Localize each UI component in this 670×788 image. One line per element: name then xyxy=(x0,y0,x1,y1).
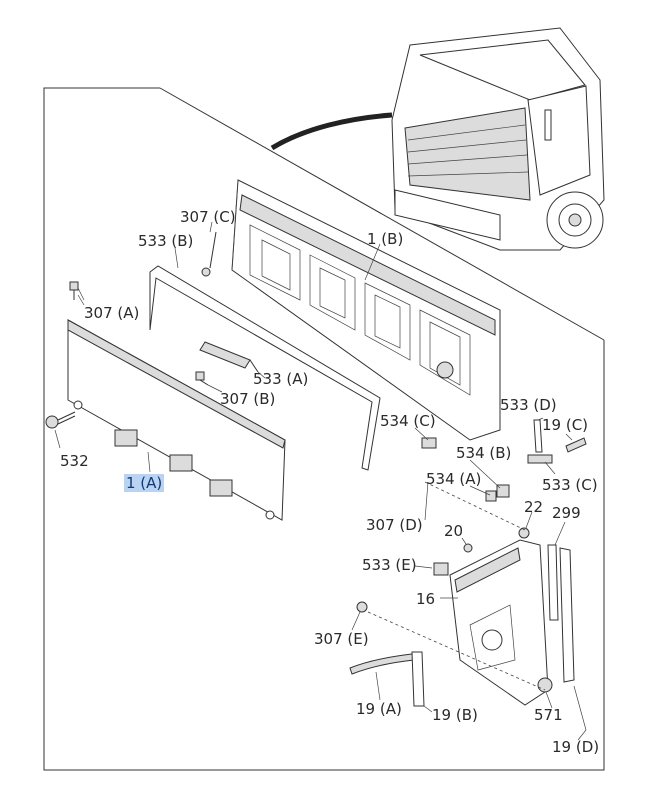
fastener-307b xyxy=(195,371,209,386)
side-panel-16 xyxy=(449,539,549,706)
label-1a-highlight xyxy=(124,474,164,492)
label-532: 532 xyxy=(60,452,89,470)
frame-diagonal xyxy=(159,87,605,341)
seal-strip-533b xyxy=(149,265,381,471)
strip-533a xyxy=(199,341,251,369)
label-534c: 534 (C) xyxy=(380,412,436,430)
label-571: 571 xyxy=(534,706,563,724)
strip-299 xyxy=(547,544,559,621)
label-16: 16 xyxy=(416,590,435,608)
label-307b: 307 (B) xyxy=(220,390,275,408)
label-299: 299 xyxy=(552,504,581,522)
label-533a: 533 (A) xyxy=(253,370,308,388)
strip-533d xyxy=(533,419,543,453)
label-19b: 19 (B) xyxy=(432,706,478,724)
label-1a: 1 (A) xyxy=(126,474,162,492)
label-19a: 19 (A) xyxy=(356,700,402,718)
fastener-20 xyxy=(463,543,473,553)
label-19c: 19 (C) xyxy=(542,416,588,434)
rail-19d xyxy=(559,547,575,683)
label-307e: 307 (E) xyxy=(314,630,369,648)
seal-19b xyxy=(411,651,425,707)
label-22: 22 xyxy=(524,498,543,516)
zoom-arrow xyxy=(270,112,393,151)
clip-533c xyxy=(527,454,553,464)
fastener-307e xyxy=(356,601,368,613)
label-19d: 19 (D) xyxy=(552,738,599,756)
fastener-22 xyxy=(518,527,530,539)
clip-533e xyxy=(433,562,449,576)
label-307a: 307 (A) xyxy=(84,304,139,322)
label-307c: 307 (C) xyxy=(180,208,236,226)
fastener-307a xyxy=(69,281,85,301)
fastener-571 xyxy=(537,677,553,693)
label-533e: 533 (E) xyxy=(362,556,417,574)
seal-19a xyxy=(349,653,415,675)
part-19c xyxy=(565,437,587,453)
bolt-532 xyxy=(45,411,76,449)
lower-panel-1a xyxy=(67,319,286,521)
alignment-line xyxy=(367,611,546,691)
label-533d: 533 (D) xyxy=(500,396,557,414)
label-307d: 307 (D) xyxy=(366,516,423,534)
clip-534c xyxy=(421,437,437,449)
upper-panel-1b xyxy=(231,179,501,441)
label-533b: 533 (B) xyxy=(138,232,193,250)
diagram-frame xyxy=(43,87,605,771)
clip-534a xyxy=(485,490,497,502)
truck-cab-illustration xyxy=(391,27,605,251)
label-1b: 1 (B) xyxy=(367,230,403,248)
alignment-line-2 xyxy=(424,481,526,531)
label-20: 20 xyxy=(444,522,463,540)
label-533c: 533 (C) xyxy=(542,476,598,494)
fastener-307c xyxy=(201,231,217,277)
leader-lines xyxy=(77,221,587,741)
label-534a: 534 (A) xyxy=(426,470,481,488)
label-534b: 534 (B) xyxy=(456,444,511,462)
